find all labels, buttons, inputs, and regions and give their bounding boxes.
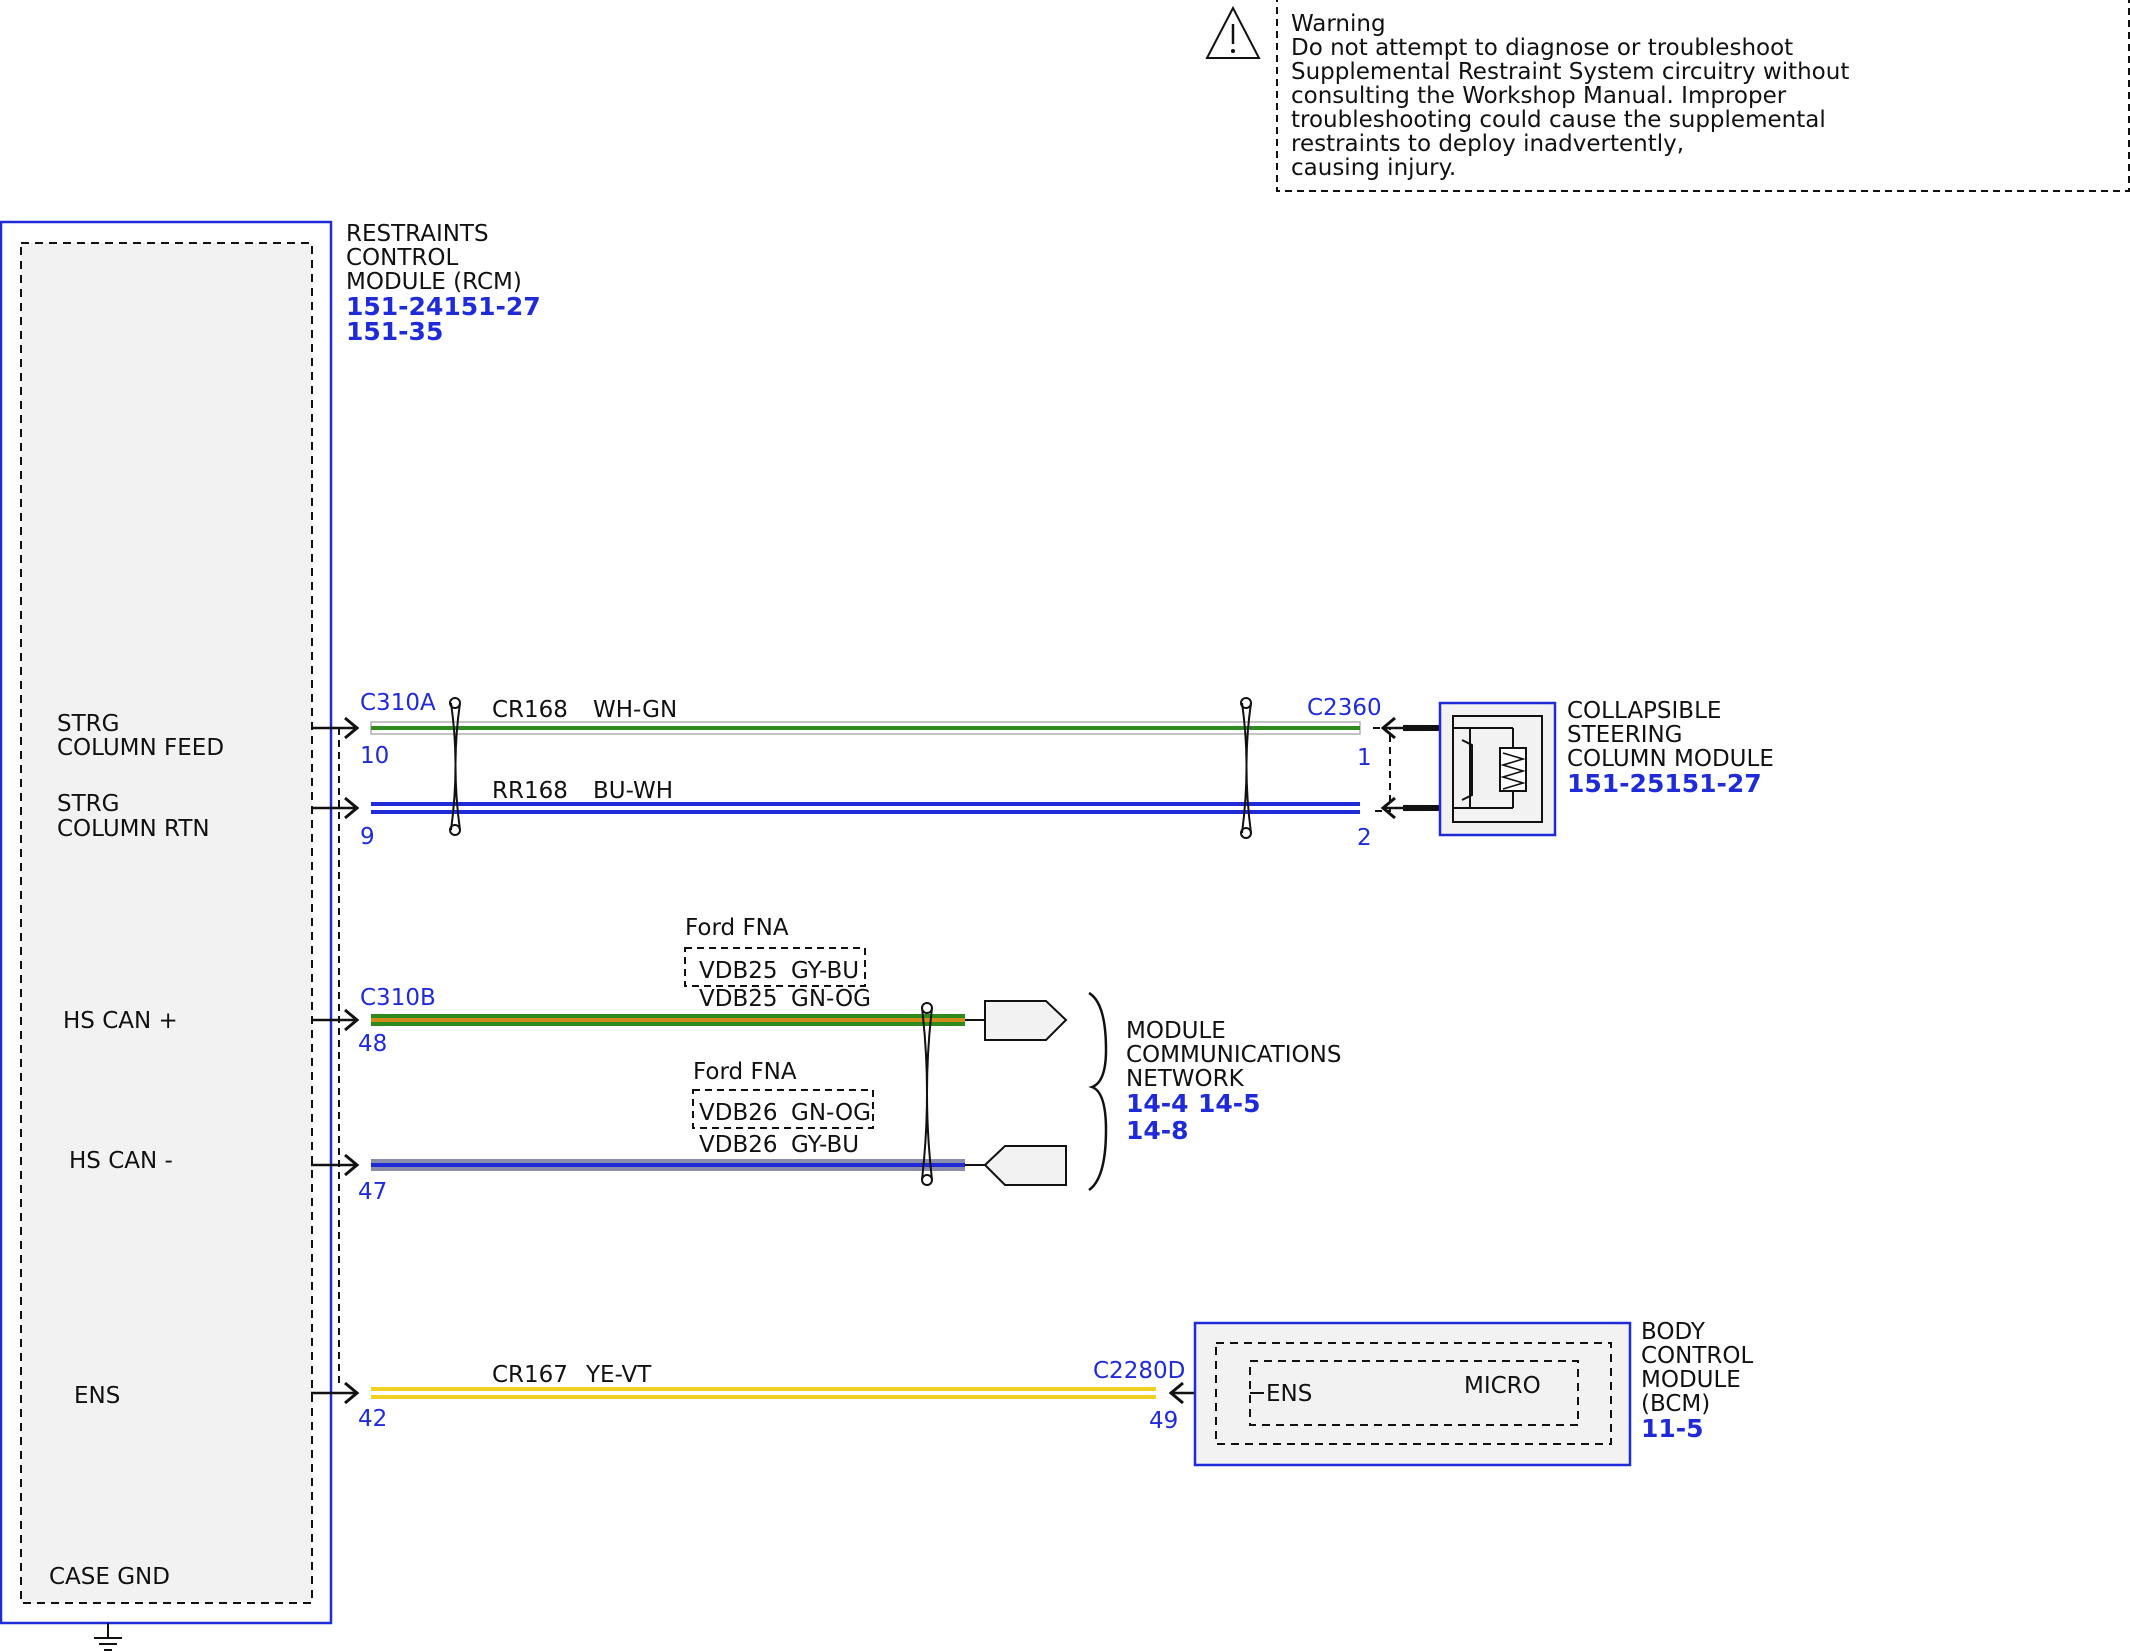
pin-rcm-42: 42	[358, 1406, 387, 1432]
warning-line-2: Supplemental Restraint System circuitry …	[1291, 59, 1849, 85]
rcm-name-line-1: RESTRAINTS	[346, 221, 489, 247]
wire-hs-can-plus[interactable]	[311, 1000, 1068, 1041]
bcm-ens-label: ENS	[1266, 1381, 1312, 1407]
network-name-line-3: NETWORK	[1126, 1066, 1245, 1092]
variant-box-2	[692, 1089, 874, 1129]
bcm-name-line-2: CONTROL	[1641, 1343, 1754, 1369]
pin-bcm-49: 49	[1149, 1408, 1178, 1434]
ground-symbol-icon	[94, 1623, 122, 1651]
pin-arrow-icon	[344, 716, 360, 740]
rcm-internal	[20, 242, 313, 1604]
variant-1-circuit: VDB25	[699, 958, 778, 984]
wire-can-plus-color: GN-OG	[791, 986, 871, 1012]
variant-2-circuit: VDB26	[699, 1100, 778, 1126]
network-name-line-1: MODULE	[1126, 1018, 1226, 1044]
warning-note: Warning Do not attempt to diagnose or tr…	[1205, 0, 2130, 192]
warning-line-6: causing injury.	[1291, 155, 1456, 181]
bcm-micro-label: MICRO	[1464, 1373, 1541, 1399]
steering-name-line-1: COLLAPSIBLE	[1567, 698, 1721, 724]
twisted-pair-marker-icon	[921, 1002, 933, 1186]
warning-triangle-icon	[1205, 5, 1261, 59]
connector-c2280d: C2280D	[1093, 1358, 1185, 1384]
signal-hs-can-plus: HS CAN +	[63, 1008, 178, 1034]
warning-line-1: Do not attempt to diagnose or troublesho…	[1291, 35, 1793, 61]
signal-ens: ENS	[74, 1383, 120, 1409]
bcm-outline	[1193, 1321, 1632, 1467]
network-connector-plus-icon	[984, 1000, 1068, 1041]
pin-arrow-icon	[344, 796, 360, 820]
pin-rcm-47: 47	[358, 1179, 387, 1205]
connector-c310b: C310B	[360, 985, 436, 1011]
bcm-module: ENS MICRO	[1193, 1321, 1632, 1467]
variant-box-1	[684, 947, 866, 987]
wire-can-minus-color: GY-BU	[791, 1132, 859, 1158]
variant-label-1: Ford FNA	[685, 915, 789, 941]
pin-steer-1: 1	[1357, 745, 1372, 771]
network-brace-icon	[1088, 991, 1108, 1192]
variant-2-color: GN-OG	[791, 1100, 871, 1126]
signal-strg-feed-line-2: COLUMN FEED	[57, 735, 224, 761]
twisted-pair-marker-icon	[449, 697, 461, 836]
wire-feed-circuit: CR168	[492, 697, 568, 723]
signal-case-gnd: CASE GND	[49, 1564, 170, 1590]
network-name-line-2: COMMUNICATIONS	[1126, 1042, 1341, 1068]
bcm-name-line-1: BODY	[1641, 1319, 1706, 1345]
steering-column-module	[1438, 701, 1557, 837]
rcm-module: RESTRAINTS CONTROL MODULE (RCM) 151-2415…	[0, 220, 541, 1625]
warning-frame	[1276, 0, 2130, 192]
network-connector-minus-icon	[983, 1145, 1067, 1186]
clockspring-coil-icon	[1499, 747, 1527, 792]
network-ref-2[interactable]: 14-5	[1198, 1089, 1261, 1118]
wire-rtn-color: BU-WH	[593, 778, 673, 804]
twisted-pair-marker-icon	[1240, 697, 1252, 839]
steering-name-line-3: COLUMN MODULE	[1567, 746, 1774, 772]
pin-arrow-icon	[344, 1153, 360, 1177]
pin-arrow-icon	[344, 1381, 360, 1405]
steering-name-line-2: STEERING	[1567, 722, 1683, 748]
wire-rtn-circuit: RR168	[492, 778, 568, 804]
signal-strg-feed-line-1: STRG	[57, 711, 119, 737]
network-ref-1[interactable]: 14-4	[1126, 1089, 1189, 1118]
connector-c310a: C310A	[360, 690, 436, 716]
wire-strg-feed[interactable]	[311, 716, 1440, 740]
bcm-name-line-3: MODULE	[1641, 1367, 1741, 1393]
variant-label-2: Ford FNA	[693, 1059, 797, 1085]
bcm-name-line-4: (BCM)	[1641, 1391, 1710, 1417]
wire-can-minus-circuit: VDB26	[699, 1132, 778, 1158]
c2360-connector-body	[1373, 727, 1391, 812]
rcm-ref-2[interactable]: 151-35	[346, 317, 443, 346]
wire-ens-color: YE-VT	[585, 1362, 652, 1388]
bcm-ref[interactable]: 11-5	[1641, 1414, 1704, 1443]
wire-strg-rtn[interactable]	[311, 796, 1440, 820]
pin-steer-2: 2	[1357, 825, 1372, 851]
steering-ref[interactable]: 151-25151-27	[1567, 769, 1762, 798]
wire-ens[interactable]	[311, 1381, 1250, 1405]
signal-strg-rtn-line-1: STRG	[57, 791, 119, 817]
pin-arrow-icon	[344, 1008, 360, 1032]
warning-line-5: restraints to deploy inadvertently,	[1291, 131, 1684, 157]
wire-ens-circuit: CR167	[492, 1362, 568, 1388]
connector-c2360: C2360	[1307, 695, 1382, 721]
variant-1-color: GY-BU	[791, 958, 859, 984]
warning-title: Warning	[1291, 11, 1386, 37]
network-ref-3[interactable]: 14-8	[1126, 1116, 1189, 1145]
wire-can-plus-circuit: VDB25	[699, 986, 778, 1012]
rcm-name-line-3: MODULE (RCM)	[346, 269, 522, 295]
signal-hs-can-minus: HS CAN -	[69, 1148, 173, 1174]
pin-rcm-48: 48	[358, 1031, 387, 1057]
wire-hs-can-minus[interactable]	[311, 1145, 1067, 1186]
rcm-ref-1[interactable]: 151-24151-27	[346, 292, 541, 321]
pin-rcm-9: 9	[360, 824, 375, 850]
signal-strg-rtn-line-2: COLUMN RTN	[57, 816, 210, 842]
warning-line-4: troubleshooting could cause the suppleme…	[1291, 107, 1826, 133]
warning-line-3: consulting the Workshop Manual. Improper	[1291, 83, 1787, 109]
pin-rcm-10: 10	[360, 743, 389, 769]
rcm-name-line-2: CONTROL	[346, 245, 459, 271]
wire-feed-color: WH-GN	[593, 697, 677, 723]
